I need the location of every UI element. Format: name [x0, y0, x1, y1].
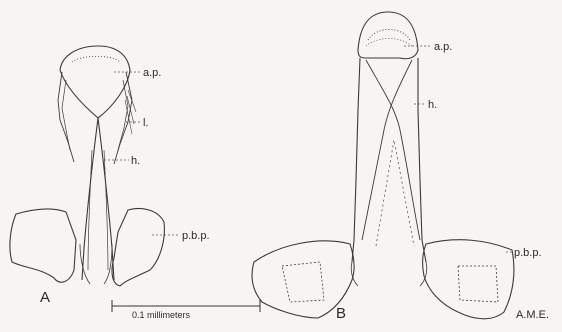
label-a-pbp: p.b.p.	[182, 230, 210, 242]
label-a-ap: a.p.	[143, 67, 161, 79]
label-a-l: l.	[143, 117, 149, 129]
panel-b-letter: B	[336, 305, 346, 322]
panel-a-letter: A	[40, 289, 50, 306]
label-a-h: h.	[131, 155, 140, 167]
label-b-pbp: p.b.p.	[514, 247, 542, 259]
artist-signature: A.M.E.	[516, 309, 549, 321]
label-b-ap: a.p.	[434, 41, 452, 53]
scale-bar-label: 0.1 millimeters	[132, 310, 191, 320]
label-b-h: h.	[428, 99, 437, 111]
